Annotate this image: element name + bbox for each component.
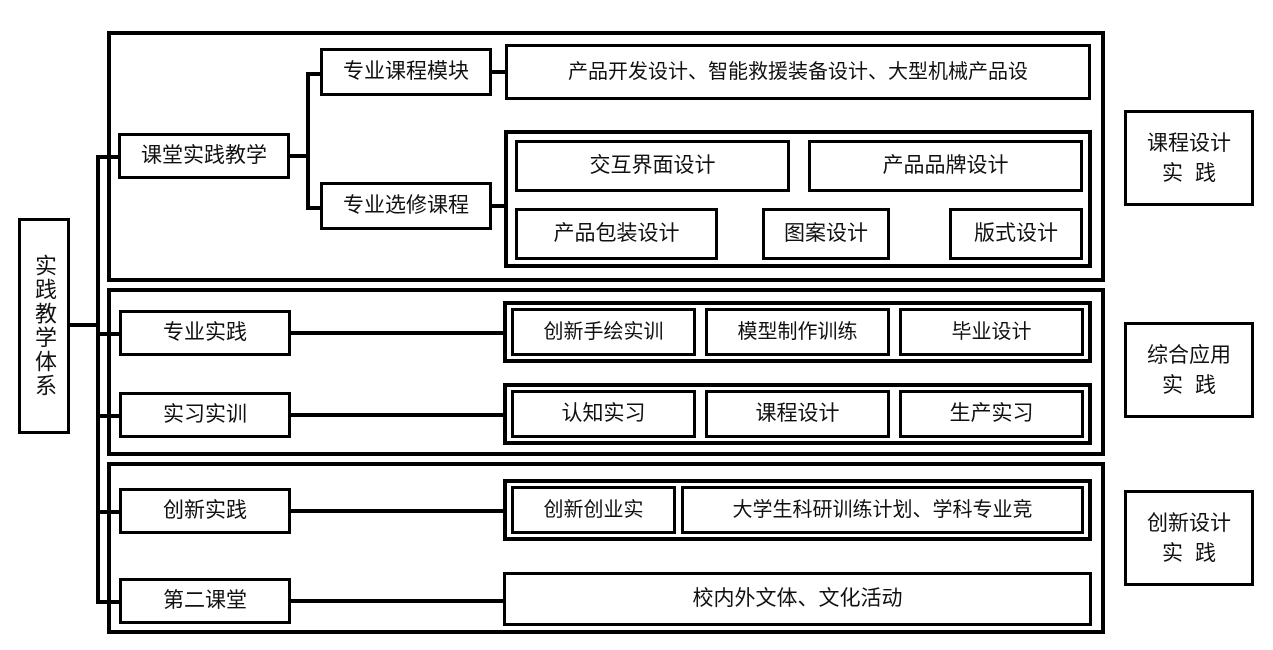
chip-innovative-hand-drawing-training[interactable]: 创新手绘实训	[511, 308, 696, 356]
chip-campus-cultural-activities[interactable]: 校内外文体、文化活动	[503, 572, 1092, 626]
category-label-innovative-design-practice: 创新设计 实践	[1124, 490, 1254, 586]
category-label-course-design-practice: 课程设计 实践	[1124, 110, 1254, 206]
connector-second-classroom-to-group	[289, 599, 505, 603]
chip-model-making-training[interactable]: 模型制作训练	[705, 308, 890, 356]
category-line-2: 实践	[1162, 541, 1228, 565]
connector-major-practice-to-group	[289, 331, 505, 335]
category-label-comprehensive-application-practice: 综合应用 实践	[1124, 322, 1254, 418]
category-line-2: 实践	[1162, 161, 1228, 185]
connector-trunk-vertical	[96, 155, 100, 604]
chip-graduation-design[interactable]: 毕业设计	[899, 308, 1084, 356]
connector-internship-to-group	[289, 413, 505, 417]
connector-innovation-to-group	[289, 509, 505, 513]
connector-major-elective-to-group	[490, 204, 506, 208]
connector-trunk-to-classroom-teaching	[96, 155, 124, 159]
node-major-course-module-content[interactable]: 产品开发设计、智能救援装备设计、大型机械产品设	[505, 44, 1091, 100]
chip-production-internship[interactable]: 生产实习	[899, 390, 1084, 438]
chip-innovation-entrepreneurship[interactable]: 创新创业实	[511, 486, 676, 534]
chip-product-packaging-design[interactable]: 产品包装设计	[515, 208, 718, 260]
connector-classroom-split-vertical	[306, 72, 310, 210]
chip-course-design[interactable]: 课程设计	[705, 390, 890, 438]
node-major-course-module[interactable]: 专业课程模块	[320, 48, 492, 96]
node-innovation-practice[interactable]: 创新实践	[119, 488, 291, 534]
chip-student-research-training-plan[interactable]: 大学生科研训练计划、学科专业竞	[681, 486, 1084, 534]
section-frame-innovation	[107, 462, 1105, 634]
chip-cognitive-internship[interactable]: 认知实习	[511, 390, 696, 438]
chip-product-brand-design[interactable]: 产品品牌设计	[808, 140, 1083, 192]
connector-major-course-module-to-list	[490, 70, 506, 74]
category-line-1: 课程设计	[1147, 130, 1231, 155]
category-line-1: 创新设计	[1147, 510, 1231, 535]
connector-trunk-to-internship-training	[96, 414, 124, 418]
connector-trunk-to-innovation-practice	[96, 510, 124, 514]
node-second-classroom[interactable]: 第二课堂	[119, 578, 291, 624]
node-major-practice[interactable]: 专业实践	[119, 310, 291, 356]
node-major-elective-course[interactable]: 专业选修课程	[320, 182, 492, 230]
connector-trunk-to-second-classroom	[96, 600, 124, 604]
connector-trunk-to-major-practice	[96, 332, 124, 336]
category-line-2: 实践	[1162, 373, 1228, 397]
chip-layout-design[interactable]: 版式设计	[949, 208, 1083, 260]
root-node-practice-teaching-system[interactable]: 实践教学体系	[18, 218, 70, 434]
connector-to-major-course-module	[306, 72, 326, 76]
connector-root-to-trunk	[68, 323, 100, 327]
node-classroom-practice-teaching[interactable]: 课堂实践教学	[118, 133, 290, 179]
section-frame-comprehensive	[107, 288, 1105, 456]
category-line-1: 综合应用	[1147, 342, 1231, 367]
chip-interactive-interface-design[interactable]: 交互界面设计	[515, 140, 790, 192]
connector-classroom-out	[288, 154, 310, 158]
chip-pattern-design[interactable]: 图案设计	[762, 208, 890, 260]
node-internship-training[interactable]: 实习实训	[119, 392, 291, 438]
connector-to-major-elective-course	[306, 206, 326, 210]
